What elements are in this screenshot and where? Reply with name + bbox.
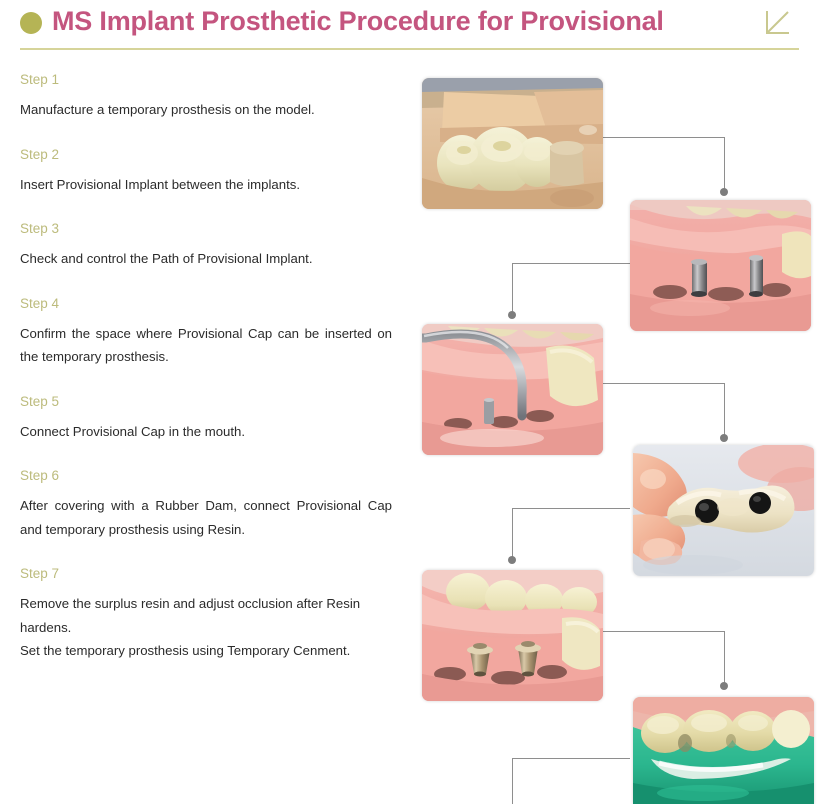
page-title: MS Implant Prosthetic Procedure for Prov…: [52, 6, 664, 36]
photo-step2-provisional-implants-in-model: [630, 200, 811, 331]
step-item: Step 3 Check and control the Path of Pro…: [20, 221, 392, 271]
step-description: Confirm the space where Provisional Cap …: [20, 325, 392, 365]
header-divider: [20, 48, 799, 50]
step-item: Step 5 Connect Provisional Cap in the mo…: [20, 394, 392, 444]
step-description: After covering with a Rubber Dam, connec…: [20, 498, 392, 537]
step-description: Insert Provisional Implant between the i…: [20, 176, 301, 192]
photo-step6-rubber-dam-and-resin: [633, 697, 814, 804]
steps-list: Step 1 Manufacture a temporary prosthesi…: [20, 72, 392, 685]
step-item: Step 2 Insert Provisional Implant betwee…: [20, 147, 392, 197]
step-label: Step 4: [20, 295, 60, 311]
step-item: Step 7 Remove the surplus resin and adju…: [20, 566, 392, 663]
photo-step4-provisional-cap-space-in-prosthesis: [633, 445, 814, 576]
step-item: Step 1 Manufacture a temporary prosthesi…: [20, 72, 392, 122]
step-item: Step 6 After covering with a Rubber Dam,…: [20, 468, 392, 541]
step-description: Check and control the Path of Provisiona…: [20, 251, 313, 266]
step-label: Step 1: [20, 72, 60, 87]
photo-step5-provisional-caps-connected: [422, 570, 603, 701]
page-header: MS Implant Prosthetic Procedure for Prov…: [0, 0, 819, 56]
photo-step3-checking-implant-path: [422, 324, 603, 455]
step-label: Step 6: [20, 468, 60, 483]
step-label: Step 2: [20, 146, 60, 162]
step-description: Manufacture a temporary prosthesis on th…: [20, 102, 315, 117]
photo-step1-temporary-prosthesis-on-model: [422, 78, 603, 209]
step-description: Remove the surplus resin and adjust occl…: [20, 596, 361, 635]
step-item: Step 4 Confirm the space where Provision…: [20, 296, 392, 369]
step-label: Step 5: [20, 393, 60, 409]
step-label: Step 7: [20, 566, 60, 581]
corner-diagonal-icon: [764, 8, 792, 36]
step-description-extra: Set the temporary prosthesis using Tempo…: [20, 643, 351, 658]
filled-circle-icon: [20, 12, 42, 34]
step-description: Connect Provisional Cap in the mouth.: [20, 423, 246, 439]
step-label: Step 3: [20, 221, 60, 236]
